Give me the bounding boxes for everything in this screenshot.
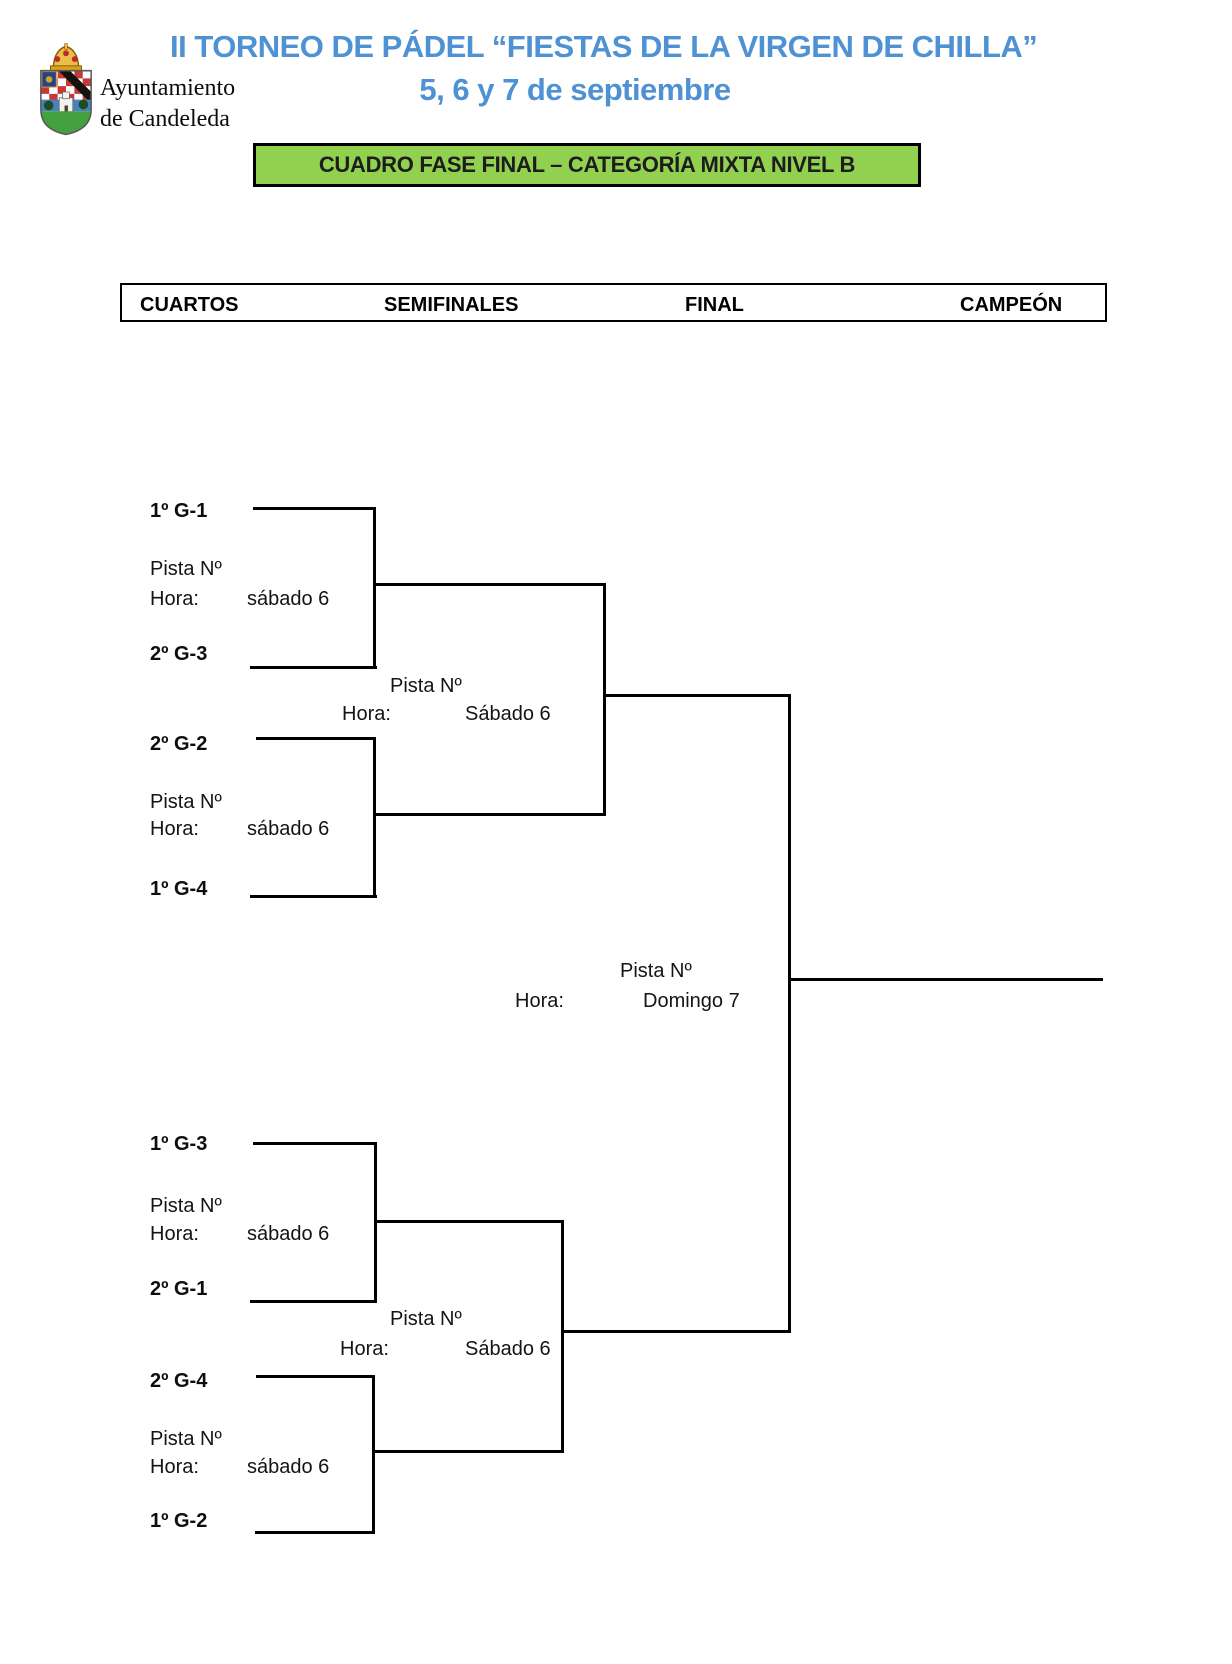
schedule-value: sábado 6 <box>247 818 330 840</box>
bracket-line-sf2-vertical <box>561 1220 564 1453</box>
schedule-value: Domingo 7 <box>643 990 740 1012</box>
bracket-line-sf2-out <box>563 1330 790 1333</box>
category-banner: CUADRO FASE FINAL – CATEGORÍA MIXTA NIVE… <box>253 143 921 187</box>
bracket-line-sf1-vertical <box>603 583 606 816</box>
schedule-value: Sábado 6 <box>465 1338 551 1360</box>
tournament-dates: 5, 6 y 7 de septiembre <box>419 72 731 107</box>
bracket-line-qf3-bottom <box>250 1300 377 1303</box>
pista-label: Pista Nº <box>390 1308 462 1330</box>
bracket-line-qf3-top <box>253 1142 377 1145</box>
bracket-line-qf2-top <box>256 737 375 740</box>
bracket-line-qf2-out <box>375 813 605 816</box>
hora-label: Hora: <box>340 1338 389 1360</box>
hora-label: Hora: <box>150 1456 199 1478</box>
hora-label: Hora: <box>342 703 391 725</box>
bracket-line-champion <box>790 978 1103 981</box>
round-header-campeon: CAMPEÓN <box>960 294 1063 316</box>
candeleda-coat-of-arms-logo <box>40 43 92 136</box>
seed-label: 2º G-3 <box>150 643 208 665</box>
bracket-line-qf1-out <box>375 583 605 586</box>
pista-label: Pista Nº <box>150 558 222 580</box>
org-name-line1: Ayuntamiento <box>100 75 236 101</box>
pista-label: Pista Nº <box>150 791 222 813</box>
bracket-line-qf3-out <box>376 1220 564 1223</box>
bracket-line-sf1-out <box>605 694 790 697</box>
seed-label: 2º G-4 <box>150 1370 208 1392</box>
schedule-value: Sábado 6 <box>465 703 551 725</box>
bracket-line-final-vertical <box>788 694 791 1333</box>
round-header-cuartos: CUARTOS <box>140 294 239 316</box>
schedule-value: sábado 6 <box>247 1456 330 1478</box>
round-header-final: FINAL <box>685 294 744 316</box>
bracket-line-qf4-bottom <box>255 1531 375 1534</box>
seed-label: 2º G-1 <box>150 1278 208 1300</box>
round-header-semifinales: SEMIFINALES <box>384 294 519 316</box>
org-name-line2: de Candeleda <box>100 106 230 132</box>
seed-label: 1º G-4 <box>150 878 208 900</box>
seed-label: 1º G-3 <box>150 1133 208 1155</box>
seed-label: 1º G-1 <box>150 500 208 522</box>
hora-label: Hora: <box>150 588 199 610</box>
hora-label: Hora: <box>150 1223 199 1245</box>
category-banner-text: CUADRO FASE FINAL – CATEGORÍA MIXTA NIVE… <box>318 152 856 177</box>
schedule-value: sábado 6 <box>247 1223 330 1245</box>
seed-label: 1º G-2 <box>150 1510 208 1532</box>
hora-label: Hora: <box>150 818 199 840</box>
pista-label: Pista Nº <box>390 675 462 697</box>
schedule-value: sábado 6 <box>247 588 330 610</box>
bracket-line-qf1-vertical <box>373 507 376 669</box>
tournament-title: II TORNEO DE PÁDEL “FIESTAS DE LA VIRGEN… <box>170 29 1038 64</box>
bracket-line-qf2-vertical <box>373 737 376 898</box>
bracket-line-qf4-top <box>256 1375 375 1378</box>
bracket-line-qf4-out <box>374 1450 564 1453</box>
round-headers-bar <box>120 283 1107 322</box>
pista-label: Pista Nº <box>620 960 692 982</box>
seed-label: 2º G-2 <box>150 733 208 755</box>
bracket-line-qf2-bottom <box>250 895 377 898</box>
pista-label: Pista Nº <box>150 1428 222 1450</box>
bracket-line-qf4-vertical <box>372 1375 375 1534</box>
bracket-line-qf1-top <box>253 507 375 510</box>
pista-label: Pista Nº <box>150 1195 222 1217</box>
bracket-line-qf1-bottom <box>250 666 377 669</box>
bracket-line-qf3-vertical <box>374 1142 377 1303</box>
hora-label: Hora: <box>515 990 564 1012</box>
